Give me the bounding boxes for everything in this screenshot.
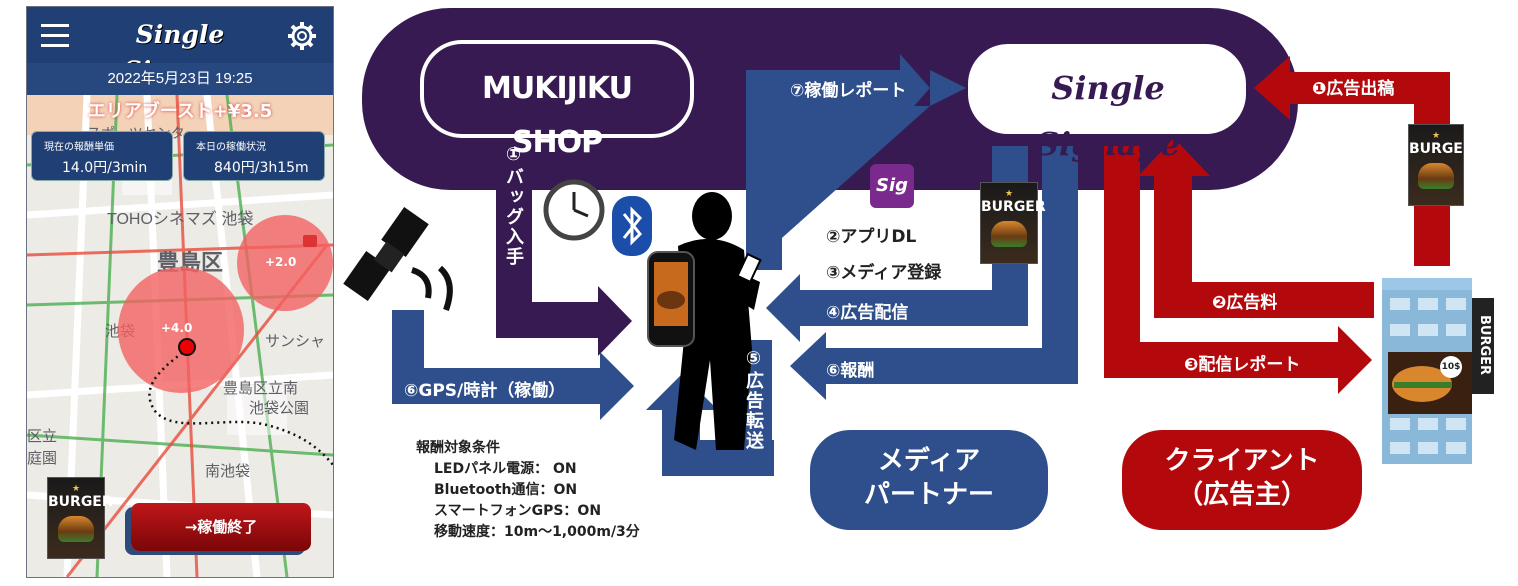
- app-icon[interactable]: Sig: [870, 164, 914, 208]
- poster-client-star: ★: [1409, 125, 1463, 141]
- poster-media-title: BURGER: [981, 199, 1037, 215]
- building-price: 10$: [1440, 356, 1462, 378]
- satellite-icon: [343, 207, 450, 310]
- role-client: クライアント （広告主）: [1122, 430, 1362, 530]
- poster-client-title: BURGER: [1409, 141, 1463, 157]
- label-bag: ①バッグ入手: [500, 144, 526, 294]
- poster-client: ★ BURGER: [1408, 124, 1464, 206]
- clock-icon: [546, 182, 602, 238]
- reward-conditions: 報酬対象条件 LEDパネル電源： ON Bluetooth通信：ON スマートフ…: [416, 438, 640, 543]
- label-ad-delivery: ④広告配信: [826, 298, 908, 323]
- label-ad-post: ❶広告出稿: [1312, 74, 1394, 99]
- building-sign: BURGER: [1474, 300, 1492, 390]
- label-report-op: ⑦稼働レポート: [790, 76, 906, 101]
- label-ad-fee: ❷広告料: [1212, 288, 1277, 313]
- label-reward: ⑥報酬: [826, 356, 874, 381]
- label-delivery-report: ❸配信レポート: [1184, 350, 1300, 375]
- role-media-line1: メディア: [810, 444, 1048, 478]
- role-media-line2: パートナー: [810, 478, 1048, 512]
- condition-speed: 移動速度：10m〜1,000m/3分: [416, 522, 640, 543]
- label-media-reg: ③メディア登録: [826, 258, 941, 283]
- condition-gps: スマートフォンGPS：ON: [416, 501, 640, 522]
- label-app-dl: ②アプリDL: [826, 222, 916, 247]
- bluetooth-icon: [612, 196, 652, 256]
- poster-media-burger: [991, 221, 1027, 247]
- role-media-partner: メディア パートナー: [810, 430, 1048, 530]
- single-signage-logo: Single Signage: [978, 60, 1238, 116]
- label-transfer: ⑤広告転送: [740, 348, 766, 472]
- poster-client-burger: [1418, 163, 1454, 189]
- condition-led: LEDパネル電源： ON: [416, 459, 640, 480]
- role-client-line1: クライアント: [1122, 444, 1362, 478]
- poster-media-star: ★: [981, 183, 1037, 199]
- mukijiku-logo: MUKIJIKU SHOP: [438, 62, 676, 116]
- condition-bluetooth: Bluetooth通信：ON: [416, 480, 640, 501]
- label-gps: ⑥GPS/時計（稼働）: [404, 376, 565, 401]
- poster-media: ★ BURGER: [980, 182, 1038, 264]
- conditions-title: 報酬対象条件: [416, 438, 640, 459]
- role-client-line2: （広告主）: [1122, 478, 1362, 512]
